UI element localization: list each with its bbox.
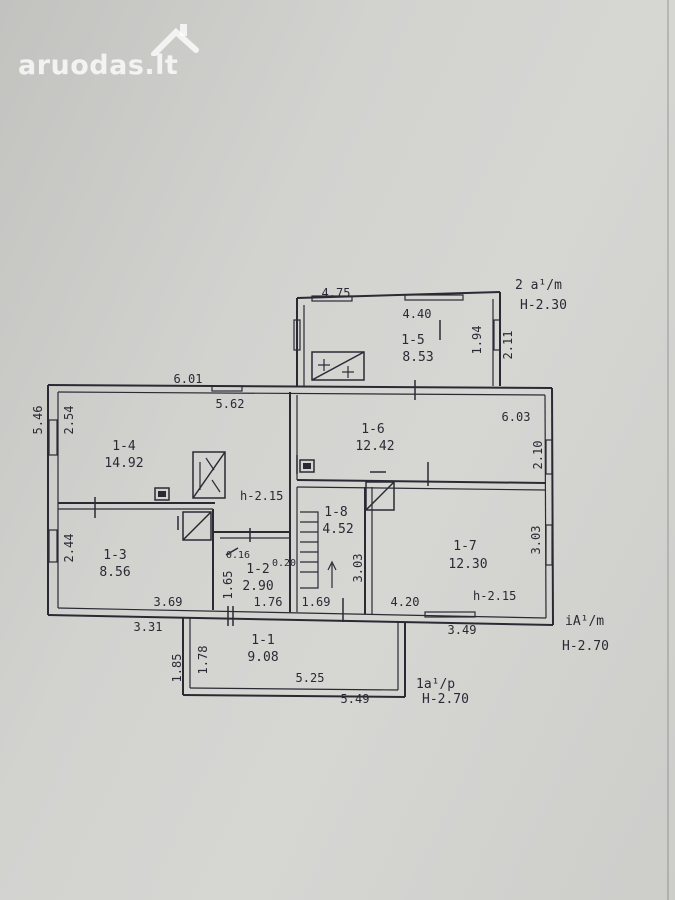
dim-3-49: 3.49 xyxy=(448,623,477,637)
dim-4-75: 4.75 xyxy=(322,286,351,300)
dim-4-20: 4.20 xyxy=(391,595,420,609)
chimney-room4 xyxy=(154,487,170,501)
dim-3-69: 3.69 xyxy=(154,595,183,609)
dim-1-85: 1.85 xyxy=(170,654,184,683)
dim-2-54: 2.54 xyxy=(62,406,76,435)
wall-main-bottom-inner xyxy=(57,607,547,619)
dim-5-62: 5.62 xyxy=(216,397,245,411)
wall-porch-bottom xyxy=(182,694,406,698)
room-1-2-area: 2.90 xyxy=(242,579,273,594)
dim-2-44: 2.44 xyxy=(62,534,76,563)
dim-0-16: 0.16 xyxy=(226,550,250,561)
wall-main-right xyxy=(551,387,554,626)
height-room4: h-2.15 xyxy=(240,489,283,503)
dim-3-03-left: 3.03 xyxy=(351,554,365,583)
floor-label-main-2: H-2.70 xyxy=(562,639,609,654)
dim-3-03-right: 3.03 xyxy=(529,526,543,555)
watermark-logo: aruodas.lt xyxy=(18,50,178,81)
door-marks xyxy=(94,320,441,626)
floor-label-porch-1: 1a¹/p xyxy=(416,677,455,692)
dim-5-46: 5.46 xyxy=(31,406,45,435)
room-1-2-id: 1-2 xyxy=(246,562,269,577)
stove-room3 xyxy=(182,511,212,541)
chimney-room6 xyxy=(299,459,315,473)
dim-4-40: 4.40 xyxy=(403,307,432,321)
stair-room8 xyxy=(300,511,337,589)
stove-room7 xyxy=(365,481,395,511)
wall-upper-top xyxy=(296,291,501,299)
wall-main-top-inner xyxy=(57,391,546,396)
room-1-4-area: 14.92 xyxy=(104,456,143,471)
wall-main-top xyxy=(47,384,553,389)
room-1-3-id: 1-3 xyxy=(103,548,126,563)
dim-1-76: 1.76 xyxy=(254,595,283,609)
dim-6-03: 6.03 xyxy=(502,410,531,424)
room-1-6-area: 12.42 xyxy=(355,439,394,454)
wall-main-bottom xyxy=(47,614,554,626)
room-1-4-id: 1-4 xyxy=(112,439,136,454)
wall-room6-bottom xyxy=(296,479,546,484)
stove-room4 xyxy=(192,451,226,499)
house-roof-icon xyxy=(151,24,199,56)
height-room7: h-2.15 xyxy=(473,589,516,603)
dim-1-94: 1.94 xyxy=(470,326,484,355)
dim-1-65: 1.65 xyxy=(221,571,235,600)
stair-upper xyxy=(311,351,365,381)
dim-1-78: 1.78 xyxy=(196,646,210,675)
dim-2-10: 2.10 xyxy=(531,441,545,470)
windows xyxy=(48,294,553,618)
floor-label-upper-2: H-2.30 xyxy=(520,298,567,313)
dim-0-20: 0.20 xyxy=(272,558,296,569)
room-1-8-id: 1-8 xyxy=(324,505,347,520)
floor-label-porch-2: H-2.70 xyxy=(422,692,469,707)
room-1-8-area: 4.52 xyxy=(322,522,353,537)
dim-1-69: 1.69 xyxy=(302,595,331,609)
paper-edge xyxy=(667,0,669,900)
wall-porch-bottom-inner xyxy=(189,687,399,691)
room-1-1-area: 9.08 xyxy=(247,650,278,665)
dim-5-49: 5.49 xyxy=(341,692,370,706)
wall-room7-top xyxy=(296,486,546,491)
dim-2-11: 2.11 xyxy=(501,331,515,360)
room-1-1-id: 1-1 xyxy=(251,633,274,648)
dim-6-01: 6.01 xyxy=(174,372,203,386)
room-1-6-id: 1-6 xyxy=(361,422,384,437)
room-1-7-id: 1-7 xyxy=(453,539,476,554)
room-1-5-id: 1-5 xyxy=(401,333,424,348)
floor-label-main-1: iA¹/m xyxy=(565,614,604,629)
dim-5-25: 5.25 xyxy=(296,671,325,685)
dim-3-31: 3.31 xyxy=(134,620,163,634)
room-1-7-area: 12.30 xyxy=(448,557,487,572)
wall-main-right-inner xyxy=(544,394,547,619)
watermark-text: aruodas.lt xyxy=(18,50,179,81)
room-1-5-area: 8.53 xyxy=(402,350,433,365)
floor-label-upper-1: 2 a¹/m xyxy=(515,278,562,293)
room-1-3-area: 8.56 xyxy=(99,565,130,580)
